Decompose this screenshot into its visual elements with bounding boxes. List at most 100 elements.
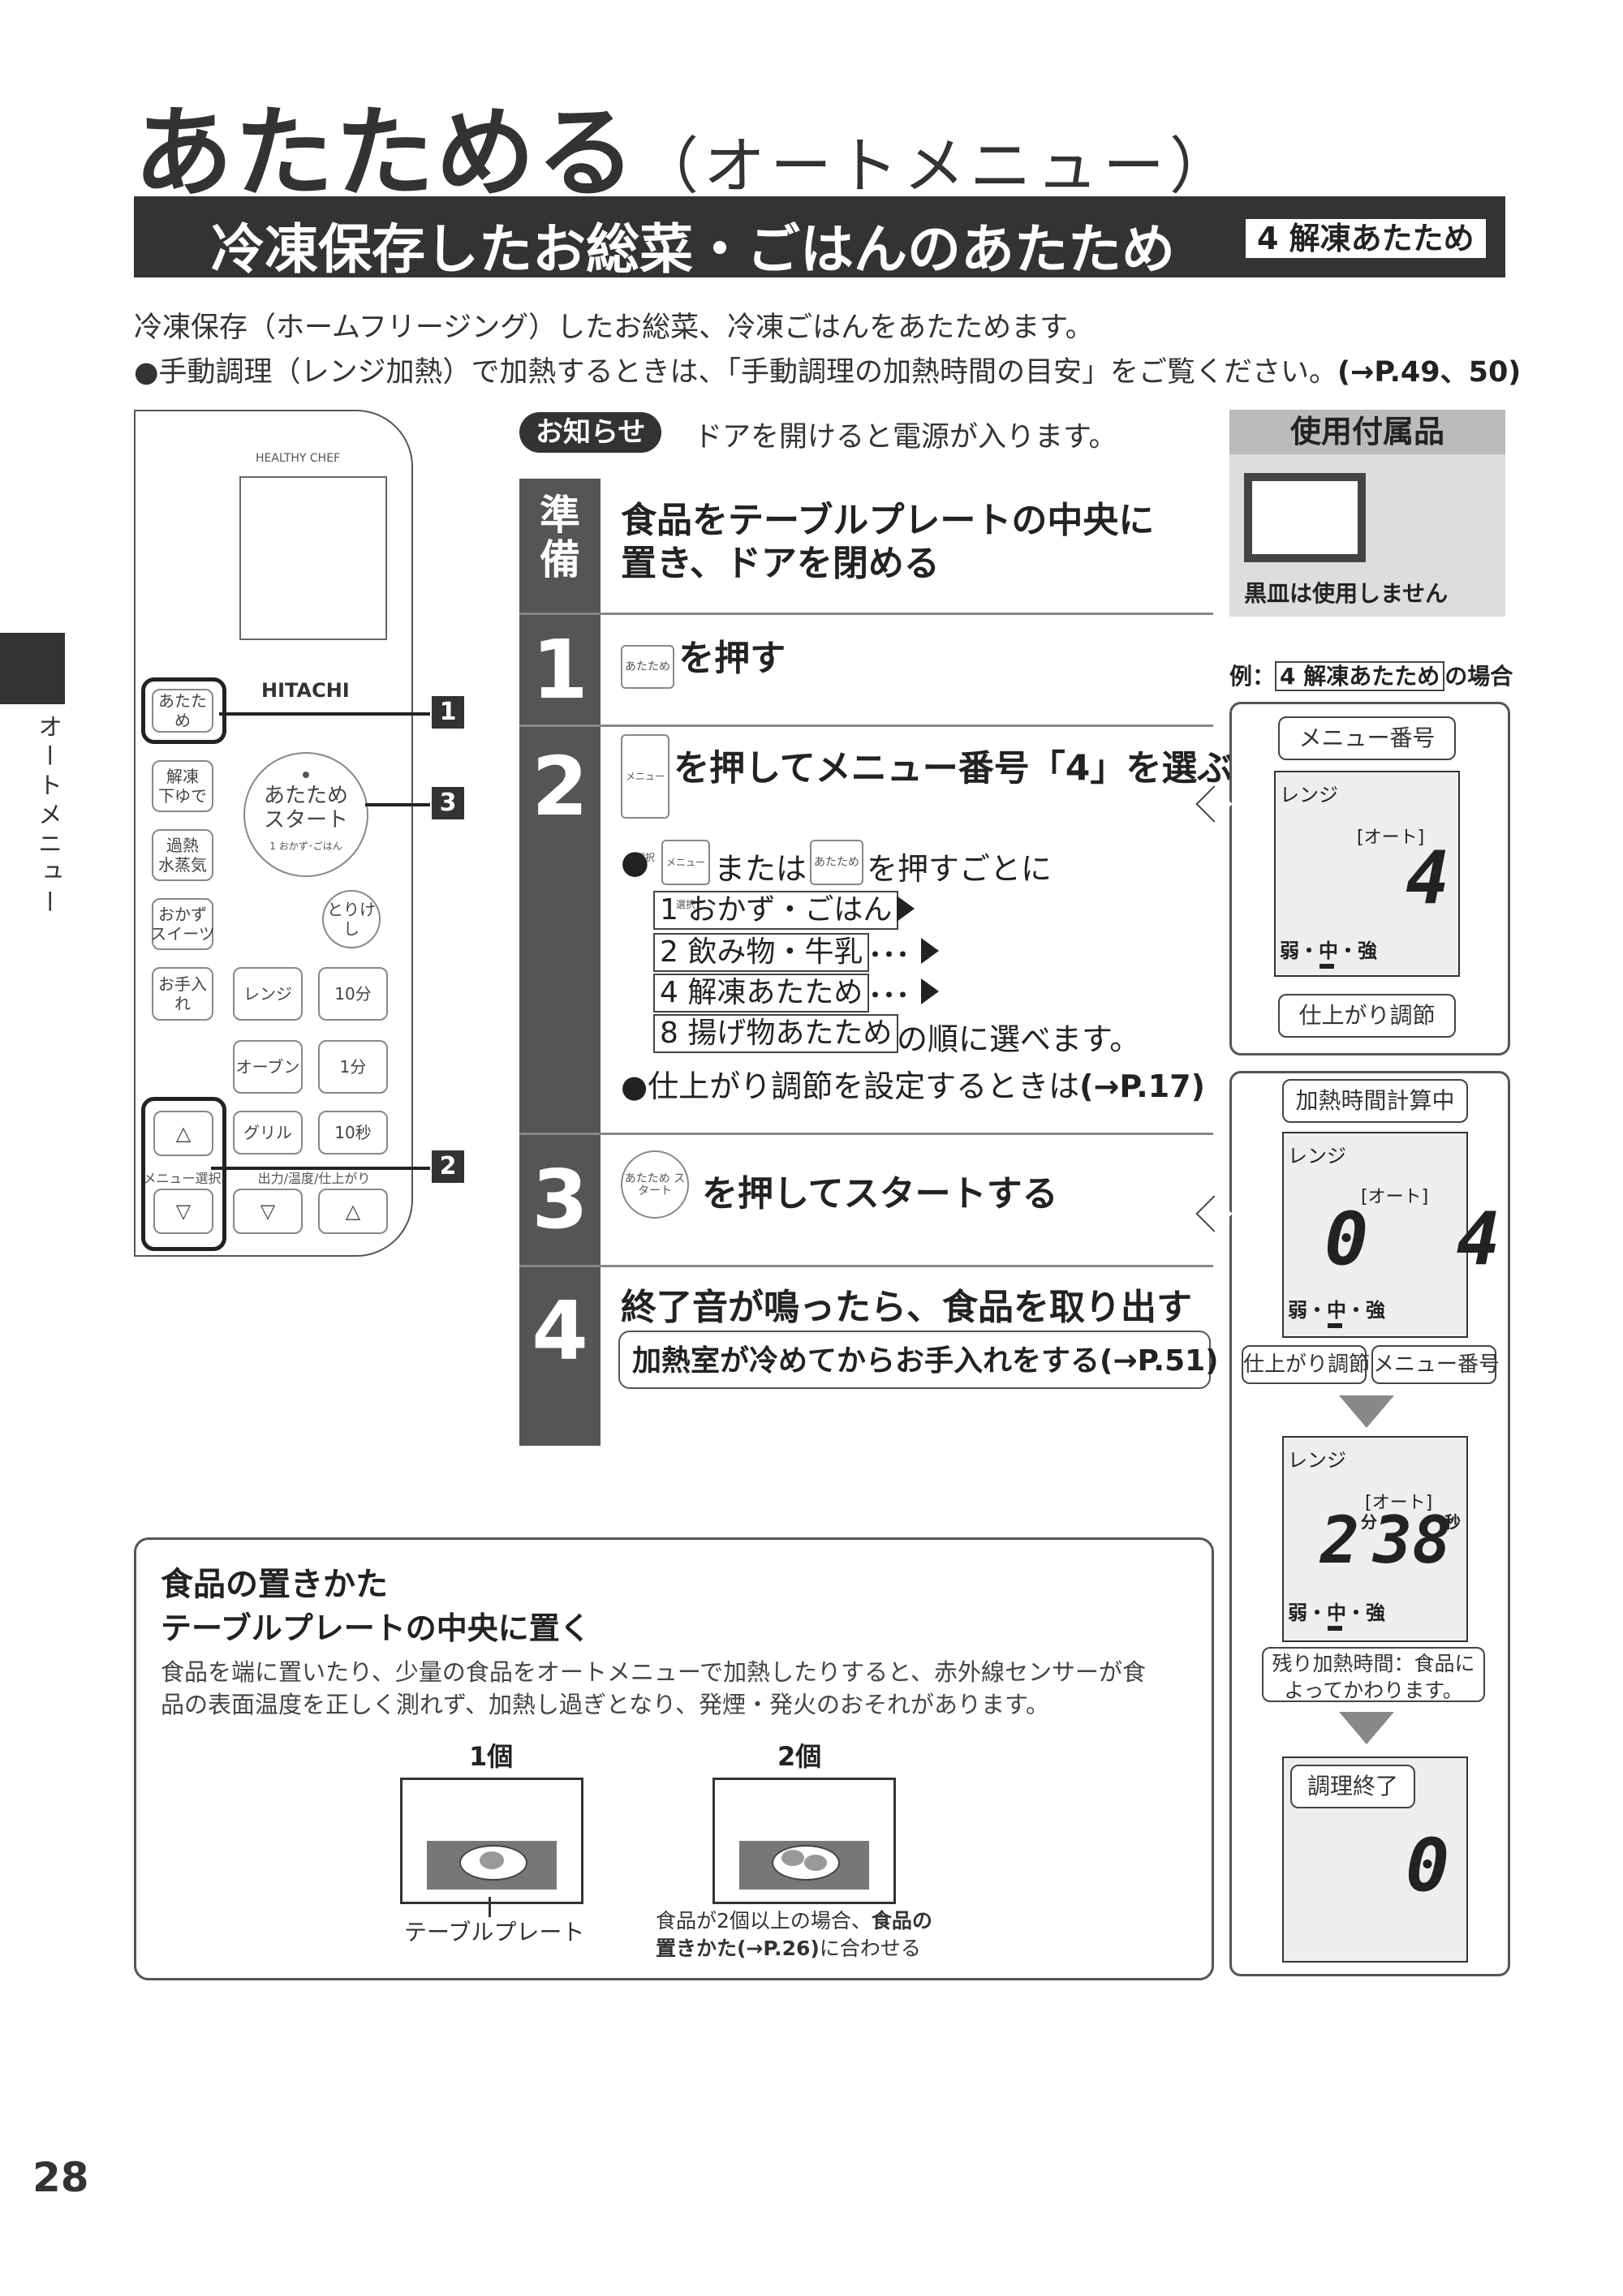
oven-button[interactable]: オーブン <box>233 1040 303 1094</box>
step-2-note-ref: (→P.17) <box>1079 1068 1205 1104</box>
lcd-level: 弱・中・強 <box>1288 1602 1385 1624</box>
step-2-row: メニュー選択 を押してメニュー番号「4」を選ぶ <box>621 734 1233 863</box>
step-2-sub-each: を押すごとに <box>867 851 1053 887</box>
leader-1 <box>219 712 430 716</box>
lcd-auto: [オート] <box>1357 828 1425 848</box>
lcd-3: レンジ [オート] 2 分 38 秒 弱・中・強 <box>1282 1436 1468 1642</box>
section-banner: 冷凍保存したお総菜・ごはんのあたため 4 解凍あたため <box>134 196 1505 281</box>
start-button[interactable]: あたため スタート 1 おかず･ごはん <box>243 752 368 877</box>
menu-select-key-icon-2: メニュー選択 <box>661 840 710 910</box>
lcd-2: レンジ [オート] 0 4 弱・中・強 <box>1282 1132 1500 1338</box>
side-label: オートメニュー <box>33 714 62 918</box>
level-marker <box>1328 1323 1342 1328</box>
accessory-box: 使用付属品 黒皿は使用しません <box>1229 410 1505 617</box>
start-key-icon: あたため スタート <box>621 1150 689 1219</box>
example-tag: 4 解凍あたため <box>1275 661 1445 691</box>
lcd-seconds: 38 <box>1373 1503 1452 1578</box>
bullet-icon: ● <box>621 844 649 881</box>
panel-brand-small: HEALTHY CHEF <box>256 452 341 465</box>
step-separator <box>519 1133 1213 1135</box>
example-caption: 例：4 解凍あたための場合 <box>1229 659 1513 691</box>
menu-down-button[interactable]: ▽ <box>153 1189 213 1234</box>
label-one-item: 1個 <box>469 1741 514 1772</box>
lcd-digits: 0 4 <box>1324 1197 1500 1282</box>
step-prep-label: 準 備 <box>519 479 601 613</box>
leader-3 <box>365 803 430 806</box>
step-2-text: を押してメニュー番号「4」を選ぶ <box>674 747 1233 789</box>
step-3-text: を押してスタートする <box>702 1173 1058 1215</box>
side-dish-button[interactable]: おかず スイーツ <box>150 898 215 950</box>
lcd-1: レンジ [オート] 4 弱・中・強 <box>1274 771 1460 977</box>
intro-line-1: 冷凍保存（ホームフリージング）したお総菜、冷凍ごはんをあたためます。 <box>134 312 1094 344</box>
tray-icon <box>1244 473 1366 562</box>
banner-tag: 4 解凍あたため <box>1246 219 1486 258</box>
down-arrow-icon <box>1339 1395 1394 1428</box>
menu-up-button[interactable]: △ <box>153 1111 213 1156</box>
callout-number-3: 3 <box>432 787 464 819</box>
output-label: 出力/温度/仕上がり <box>257 1171 371 1186</box>
lcd-level: 弱・中・強 <box>1280 939 1377 962</box>
page-number: 28 <box>32 2154 89 2201</box>
cancel-button[interactable]: とりけし <box>322 890 381 948</box>
callout-calculating: 加熱時間計算中 <box>1282 1079 1468 1123</box>
banner-text: 冷凍保存したお総菜・ごはんのあたため <box>211 218 1175 281</box>
lcd-auto: [オート] <box>1361 1187 1429 1207</box>
range-button[interactable]: レンジ <box>233 967 303 1021</box>
callout-number-1: 1 <box>432 696 464 729</box>
cap2-part-c: 置きかた(→P.26) <box>656 1937 820 1960</box>
output-down-button[interactable]: ▽ <box>233 1189 303 1234</box>
step-4-text: 終了音が鳴ったら、食品を取り出す <box>621 1287 1192 1328</box>
placement-body-1: 食品を端に置いたり、少量の食品をオートメニューで加熱したりすると、赤外線センサー… <box>161 1658 1146 1686</box>
step-separator <box>519 724 1213 727</box>
lcd-range: レンジ <box>1288 1449 1346 1472</box>
callout-menu-number: メニュー番号 <box>1278 716 1456 760</box>
callout-finish-adjust: 仕上がり調節 <box>1278 994 1456 1038</box>
step-prep-line2: 置き、ドアを閉める <box>621 543 940 584</box>
pointer-icon <box>1195 1195 1233 1232</box>
side-tab <box>0 633 65 704</box>
step-2-sub-or: または <box>714 851 807 887</box>
step-4-number: 4 <box>519 1267 601 1446</box>
clean-button[interactable]: お手入れ <box>152 967 213 1021</box>
accessory-note: 黒皿は使用しません <box>1244 580 1449 607</box>
start-label: あたため スタート <box>263 784 348 832</box>
arrow-icon <box>921 938 939 964</box>
step-1-row: あたため を押す <box>621 629 786 689</box>
notice-badge: お知らせ <box>519 412 662 453</box>
step-1-number: 1 <box>519 615 601 724</box>
warm-key-icon: あたため <box>621 644 674 689</box>
panel-brand: HITACHI <box>261 679 350 702</box>
step-prep-line1: 食品をテーブルプレートの中央に <box>621 500 1155 541</box>
step-separator <box>519 613 1213 615</box>
food <box>804 1855 827 1871</box>
menu-select-label: メニュー選択 <box>143 1171 222 1186</box>
step-2-note: ●仕上がり調節を設定するときは(→P.17) <box>621 1061 1205 1106</box>
caption-table-plate: テーブルプレート <box>404 1919 585 1946</box>
food <box>480 1851 504 1869</box>
10sec-button[interactable]: 10秒 <box>318 1111 388 1154</box>
defrost-button[interactable]: 解凍 下ゆで <box>152 760 213 812</box>
placement-subheading: テーブルプレートの中央に置く <box>161 1610 591 1646</box>
step-4-box: 加熱室が冷めてからお手入れをする(→P.51) <box>618 1331 1219 1389</box>
dots-icon: ･･･ <box>868 980 910 1013</box>
cap2-part-b: 食品の <box>871 1909 932 1933</box>
example-suffix: の場合 <box>1444 663 1513 690</box>
placement-box: 食品の置きかた テーブルプレートの中央に置く 食品を端に置いたり、少量の食品をオ… <box>134 1537 1214 1980</box>
menu-option-8: 8 揚げ物あたため <box>653 1014 899 1053</box>
warm-button[interactable]: あたため <box>152 689 213 733</box>
step-2-note-text: ●仕上がり調節を設定するときは <box>621 1068 1080 1104</box>
intro-line-2-text: ●手動調理（レンジ加熱）で加熱するときは、「手動調理の加熱時間の目安」をご覧くだ… <box>134 356 1338 389</box>
callout-finish-adjust-2: 仕上がり調節 <box>1242 1345 1370 1384</box>
oven-one-item-illustration <box>400 1778 583 1904</box>
10min-button[interactable]: 10分 <box>318 967 388 1021</box>
grill-button[interactable]: グリル <box>233 1111 303 1154</box>
1min-button[interactable]: 1分 <box>318 1040 388 1094</box>
menu-option-1: 1 おかず・ごはん <box>653 891 899 930</box>
steam-button[interactable]: 過熱 水蒸気 <box>152 829 213 881</box>
callout-number-2: 2 <box>432 1150 464 1183</box>
arrow-icon <box>897 896 915 922</box>
lcd-range: レンジ <box>1288 1145 1346 1167</box>
output-up-button[interactable]: △ <box>318 1189 388 1234</box>
control-panel: HEALTHY CHEF HITACHI あたため 解凍 下ゆで 過熱 水蒸気 … <box>134 410 413 1257</box>
title-main: あたためる <box>134 96 637 211</box>
